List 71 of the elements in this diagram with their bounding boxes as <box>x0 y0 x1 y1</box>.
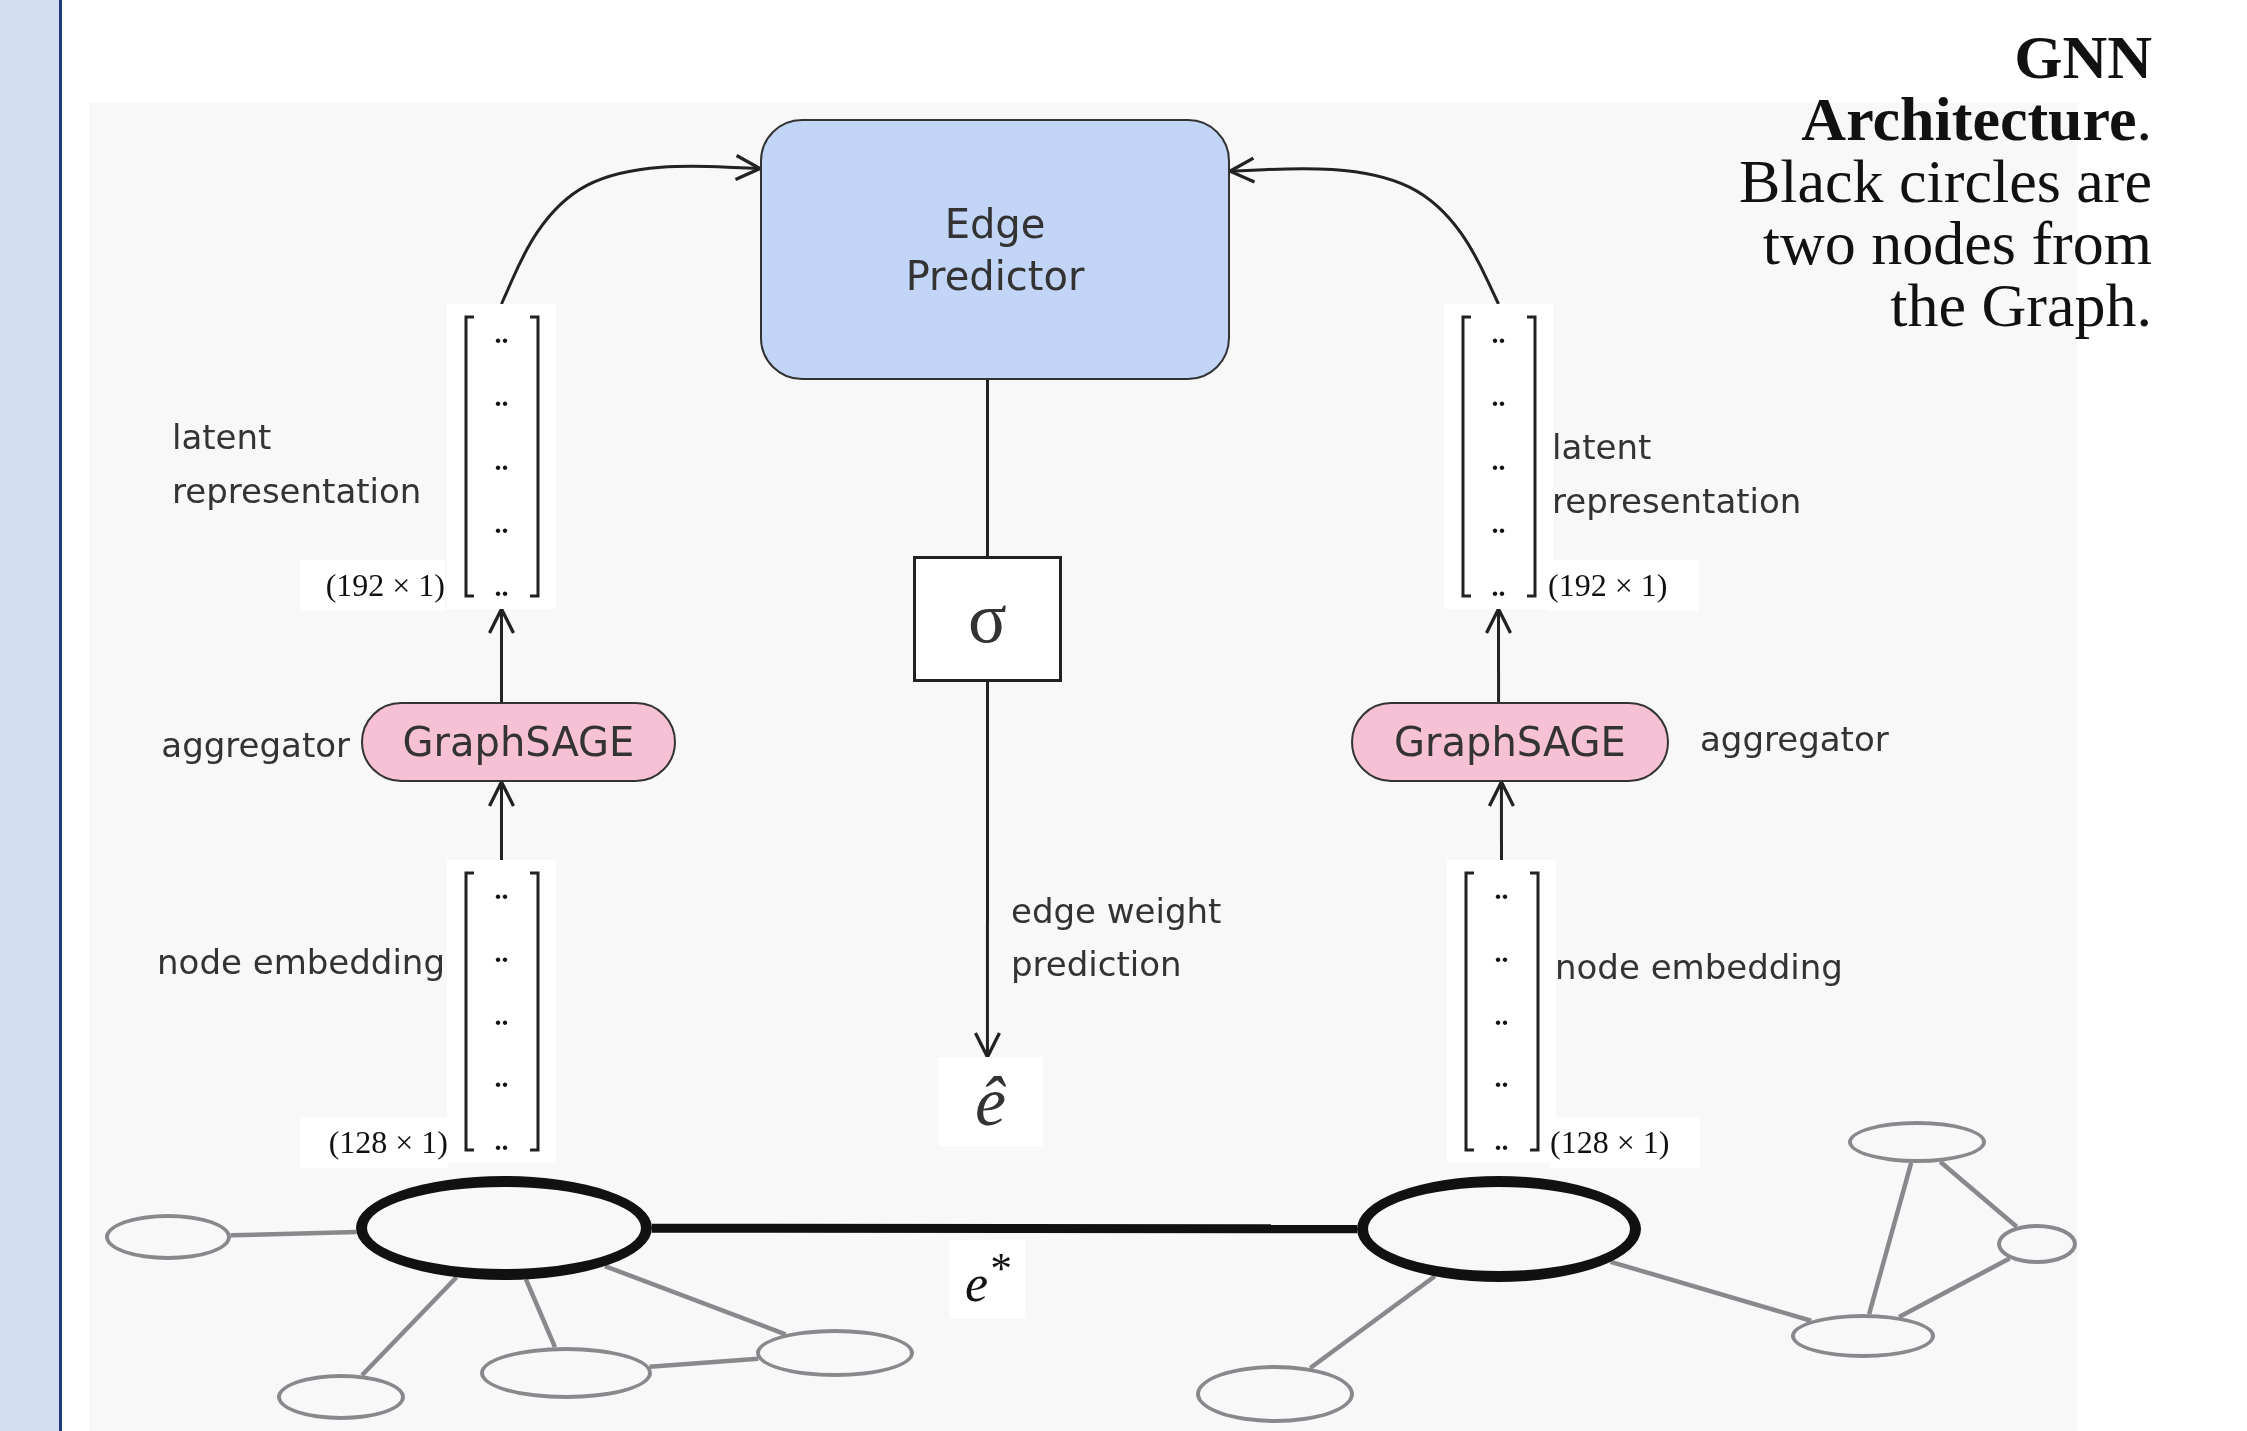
vector-entry: .. <box>494 1001 509 1030</box>
output-symbol-patch <box>938 1057 1043 1146</box>
vector-entry: .. <box>1494 876 1509 904</box>
graph-edge <box>1308 1274 1437 1370</box>
arrow <box>500 153 762 305</box>
graph-edge <box>604 1263 787 1337</box>
annotation-label: latent representation <box>172 416 423 514</box>
vector-entry: .. <box>1494 1001 1509 1030</box>
annotation-label: aggregator <box>160 724 350 767</box>
annotation-label: latent representation <box>1552 426 1803 524</box>
graph-edge <box>1609 1259 1812 1323</box>
arrow <box>973 682 1002 1059</box>
graph-edge <box>1866 1162 1914 1315</box>
vector-entry: .. <box>1491 573 1506 601</box>
vector-entry: .. <box>494 320 509 348</box>
edge-label: e$^{*}$ <box>950 1240 1025 1318</box>
dimension-label: (192 × 1) <box>1548 560 1698 612</box>
dimension-label: (192 × 1) <box>300 560 445 612</box>
graph-node-ellipse <box>277 1374 405 1420</box>
graph-node-ellipse <box>1357 1176 1641 1282</box>
annotation-label: node embedding <box>1555 946 1844 989</box>
graph-edge <box>649 1356 759 1370</box>
function-box <box>913 556 1062 682</box>
edge-label: edge weight prediction <box>1010 890 1223 986</box>
graph-node-ellipse <box>1997 1224 2077 1264</box>
vector-entry: .. <box>494 509 509 538</box>
vector-entry: .. <box>1491 383 1506 412</box>
arrow <box>487 780 516 860</box>
vector-entry: .. <box>1491 509 1506 538</box>
graph-node-ellipse <box>756 1329 914 1377</box>
vector-entry: .. <box>494 1064 509 1093</box>
vector-entry: .. <box>494 573 509 601</box>
process-box <box>760 119 1230 380</box>
graph-edge <box>230 1229 357 1238</box>
vector-entry: .. <box>494 876 509 904</box>
vector-entry: .. <box>494 1127 509 1155</box>
node-label: GraphSAGE <box>1394 718 1626 767</box>
vector-entry: .. <box>494 938 509 967</box>
node-label: ê <box>974 1062 1007 1142</box>
vector-entry: .. <box>1494 1127 1509 1155</box>
node-label: Edge Predictor <box>904 199 1086 301</box>
node-label: σ <box>968 577 1007 661</box>
arrow <box>1228 156 1500 305</box>
dimension-label: (128 × 1) <box>1550 1117 1700 1169</box>
graph-node-ellipse <box>1196 1365 1354 1423</box>
graph-edge <box>1897 1256 2011 1319</box>
graph-edge <box>652 1223 1357 1234</box>
dimension-label: (128 × 1) <box>300 1117 448 1169</box>
graph-node-ellipse <box>356 1176 652 1280</box>
vector-entry: .. <box>494 383 509 412</box>
graph-edge <box>360 1275 459 1377</box>
annotation-label: aggregator <box>1700 718 1890 761</box>
graph-node-ellipse <box>1791 1314 1935 1358</box>
arrow <box>1487 780 1516 860</box>
vector-panel <box>447 860 556 1163</box>
vector-entry: .. <box>1494 938 1509 967</box>
node-label: GraphSAGE <box>402 718 635 767</box>
vector-entry: .. <box>1494 1064 1509 1093</box>
graph-edge <box>1938 1160 2019 1229</box>
graph-node-ellipse <box>480 1347 652 1399</box>
graph-node-ellipse <box>105 1214 231 1260</box>
arrow <box>1484 607 1513 702</box>
vector-entry: .. <box>1491 446 1506 475</box>
connector-line <box>986 380 989 556</box>
annotation-label: node embedding <box>156 941 445 984</box>
graph-node-ellipse <box>1848 1121 1986 1163</box>
vector-entry: .. <box>494 446 509 475</box>
arrow <box>487 607 516 702</box>
vector-panel <box>447 304 556 609</box>
graph-edge <box>523 1278 558 1349</box>
vector-entry: .. <box>1491 320 1506 348</box>
